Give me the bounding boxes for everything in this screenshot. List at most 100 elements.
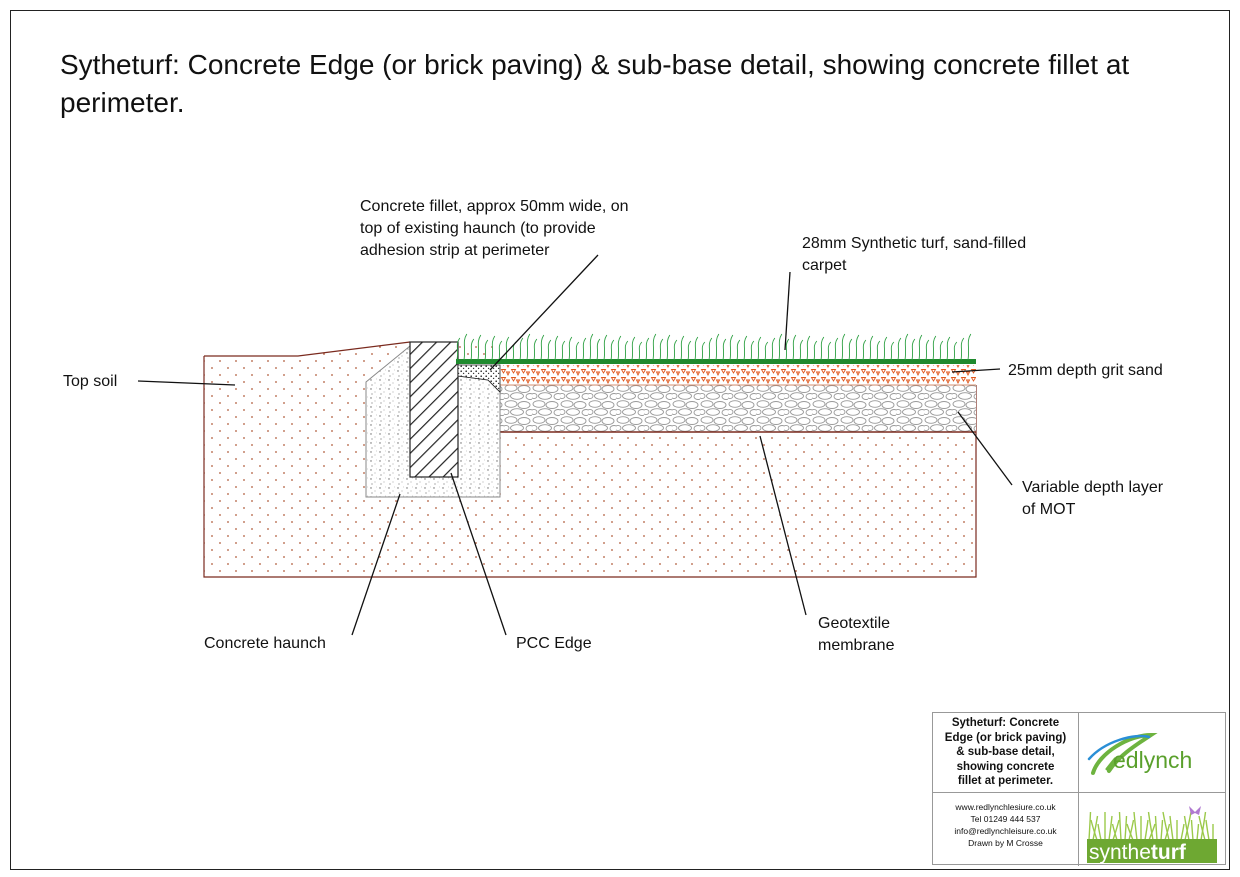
label-top-soil: Top soil	[63, 373, 118, 390]
logo-grass-blade	[1196, 823, 1200, 841]
label-grit-sand: 25mm depth grit sand	[1008, 362, 1163, 379]
grass-blade	[470, 338, 475, 361]
grass-blade	[834, 337, 839, 361]
logo-grass-blade	[1118, 811, 1122, 841]
grass-blade	[806, 335, 811, 361]
label-mot-line2: of MOT	[1022, 501, 1076, 518]
grass-blade	[666, 334, 671, 361]
drawing-title: Sytheturf: Concrete Edge (or brick pavin…	[60, 49, 1130, 118]
grass-blade	[855, 334, 860, 361]
grass-blade	[750, 340, 755, 361]
grass-blade	[701, 341, 706, 361]
grass-blade	[890, 341, 895, 361]
grass-blade	[456, 337, 461, 361]
grass-blade	[540, 334, 545, 361]
label-mot: Variable depth layer of MOT	[1022, 477, 1163, 521]
logo-grass-blade	[1090, 819, 1098, 841]
grass-blade	[638, 341, 643, 361]
label-concrete-fillet-line1: Concrete fillet, approx 50mm wide, on	[360, 198, 629, 215]
leader-concrete-haunch	[351, 493, 401, 636]
leader-grit-sand	[951, 368, 1001, 373]
grass-blade	[820, 336, 825, 361]
grass-blade	[617, 335, 622, 361]
grass-blade	[736, 339, 741, 361]
logo-grass-blade	[1092, 815, 1099, 841]
leader-mot	[957, 411, 1013, 486]
grass-blade	[645, 337, 650, 361]
redlynch-logo-mark: edlynch	[1087, 732, 1192, 775]
grass-blade	[967, 333, 972, 361]
label-concrete-fillet-line3: adhesion strip at perimeter	[360, 242, 550, 259]
grass-blade	[869, 335, 874, 361]
leader-geotextile	[759, 435, 807, 616]
grass-blade	[603, 334, 608, 361]
title-block: Sytheturf: Concrete Edge (or brick pavin…	[932, 712, 1226, 866]
logo-grass-blade	[1200, 811, 1207, 841]
grass-blade	[848, 338, 853, 361]
grass-blade	[743, 335, 748, 361]
grass-blade	[561, 340, 566, 361]
title-block-contact: www.redlynchlesiure.co.uk Tel 01249 444 …	[933, 793, 1079, 866]
logo-grass-blade	[1169, 815, 1174, 841]
logo-grass-blade	[1147, 811, 1154, 841]
contact-email: info@redlynchleisure.co.uk	[954, 826, 1057, 836]
grass-blade	[659, 338, 664, 361]
logo-grass-blade	[1108, 815, 1113, 841]
grass-blade	[939, 340, 944, 361]
label-synthetic-turf-line1: 28mm Synthetic turf, sand-filled	[802, 235, 1027, 252]
label-synthetic-turf: 28mm Synthetic turf, sand-filled carpet	[802, 233, 1026, 277]
grass-blade	[694, 336, 699, 361]
grass-blade	[883, 336, 888, 361]
logo-grass-blade	[1097, 823, 1102, 841]
label-pcc-edge: PCC Edge	[516, 635, 592, 652]
label-geotextile-line2: membrane	[818, 637, 895, 654]
grass-blade	[827, 341, 832, 361]
syntheturf-logo-text: syntheturf	[1089, 841, 1187, 864]
title-block-line2: Edge (or brick paving)	[944, 731, 1067, 744]
grass-blade	[680, 335, 685, 361]
grass-blade	[862, 339, 867, 361]
title-block-line3: & sub-base detail,	[956, 746, 1055, 758]
grass-blade	[715, 333, 720, 361]
title-block-title: Sytheturf: Concrete Edge (or brick pavin…	[933, 713, 1079, 793]
grass-blade	[596, 338, 601, 361]
pcc-edge	[409, 341, 459, 478]
grass-blade	[911, 338, 916, 361]
leader-pcc-edge	[450, 472, 507, 636]
grass-blade	[505, 336, 510, 361]
logo-grass-blade	[1154, 815, 1158, 841]
grass-blade	[771, 337, 776, 361]
grass-blade	[582, 337, 587, 361]
grass-blade	[491, 335, 496, 361]
logo-grass-blade	[1148, 823, 1156, 841]
grass-blade	[757, 336, 762, 361]
grass-blade	[841, 333, 846, 361]
contact-website: www.redlynchlesiure.co.uk	[955, 802, 1056, 812]
label-mot-line1: Variable depth layer	[1022, 479, 1164, 496]
title-block-line5: fillet at perimeter.	[957, 775, 1054, 787]
logo-grass-blade	[1112, 819, 1120, 841]
grass-blade	[785, 338, 790, 361]
logo-grass-blade	[1162, 811, 1170, 841]
grass-blade	[526, 333, 531, 361]
label-geotextile-line1: Geotextile	[818, 615, 891, 632]
drawing-frame	[10, 10, 1230, 870]
grass-blade	[519, 337, 524, 361]
logo-grass-blade	[1205, 819, 1210, 841]
grass-blade	[568, 336, 573, 361]
label-concrete-fillet-line2: top of existing haunch (to provide	[360, 220, 596, 237]
grass-blade	[876, 340, 881, 361]
logo-grass-blade	[1198, 815, 1206, 841]
grass-blade	[897, 337, 902, 361]
logo-grass-blade	[1088, 811, 1092, 841]
redlynch-logo-text: edlynch	[1113, 747, 1192, 773]
grass-blade	[722, 338, 727, 361]
grass-blade	[932, 335, 937, 361]
logo-grass-blade	[1126, 823, 1134, 841]
grass-blade	[708, 337, 713, 361]
leader-concrete-fillet	[489, 254, 599, 371]
grass-blade	[918, 334, 923, 361]
butterfly-icon	[1189, 806, 1201, 815]
label-concrete-haunch: Concrete haunch	[204, 635, 326, 652]
